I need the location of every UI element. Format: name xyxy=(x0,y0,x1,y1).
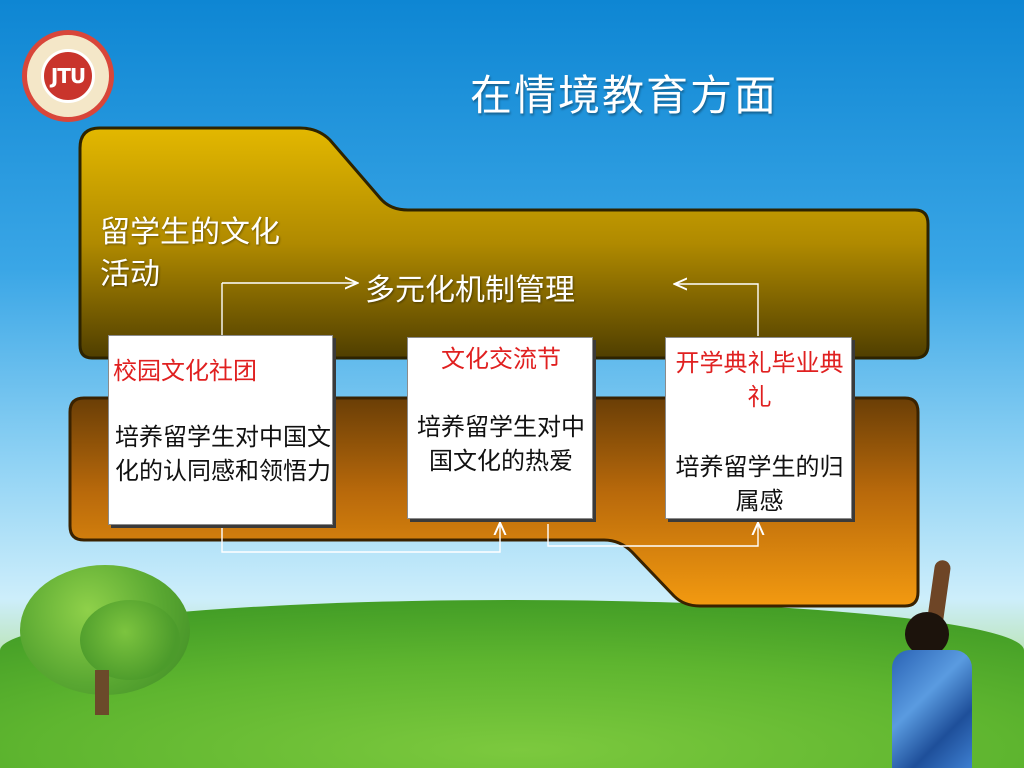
card-body: 培养留学生对中国文化的热爱 xyxy=(417,413,585,475)
page-title: 在情境教育方面 xyxy=(470,71,779,120)
top-panel xyxy=(78,126,930,360)
arrow-bottom-to-card2 xyxy=(221,524,500,553)
main-label: 留学生的文化活动 xyxy=(100,215,280,292)
card-heading: 校园文化社团 xyxy=(113,357,257,385)
tree-foliage-small xyxy=(80,600,180,680)
person-body xyxy=(892,650,972,768)
tree-trunk xyxy=(95,670,109,715)
card-body: 培养留学生的归属感 xyxy=(675,453,844,515)
logo-emblem: JTU xyxy=(41,49,95,103)
card-culture-festival: 文化交流节 培养留学生对中国文化的热爱 xyxy=(407,337,593,519)
university-logo: JTU xyxy=(22,30,114,122)
card-ceremonies: 开学典礼毕业典礼 培养留学生的归属感 xyxy=(665,337,852,519)
card-heading: 开学典礼毕业典礼 xyxy=(675,349,844,411)
person-head xyxy=(905,612,949,656)
card-heading: 文化交流节 xyxy=(441,345,561,373)
arrow-right-to-center xyxy=(676,284,759,336)
card-campus-clubs: 校园文化社团 培养留学生对中国文化的认同感和领悟力 xyxy=(108,335,333,525)
card-body: 培养留学生对中国文化的认同感和领悟力 xyxy=(115,423,331,485)
center-label: 多元化机制管理 xyxy=(365,273,575,308)
arrow-bottom-to-card3 xyxy=(547,524,758,547)
